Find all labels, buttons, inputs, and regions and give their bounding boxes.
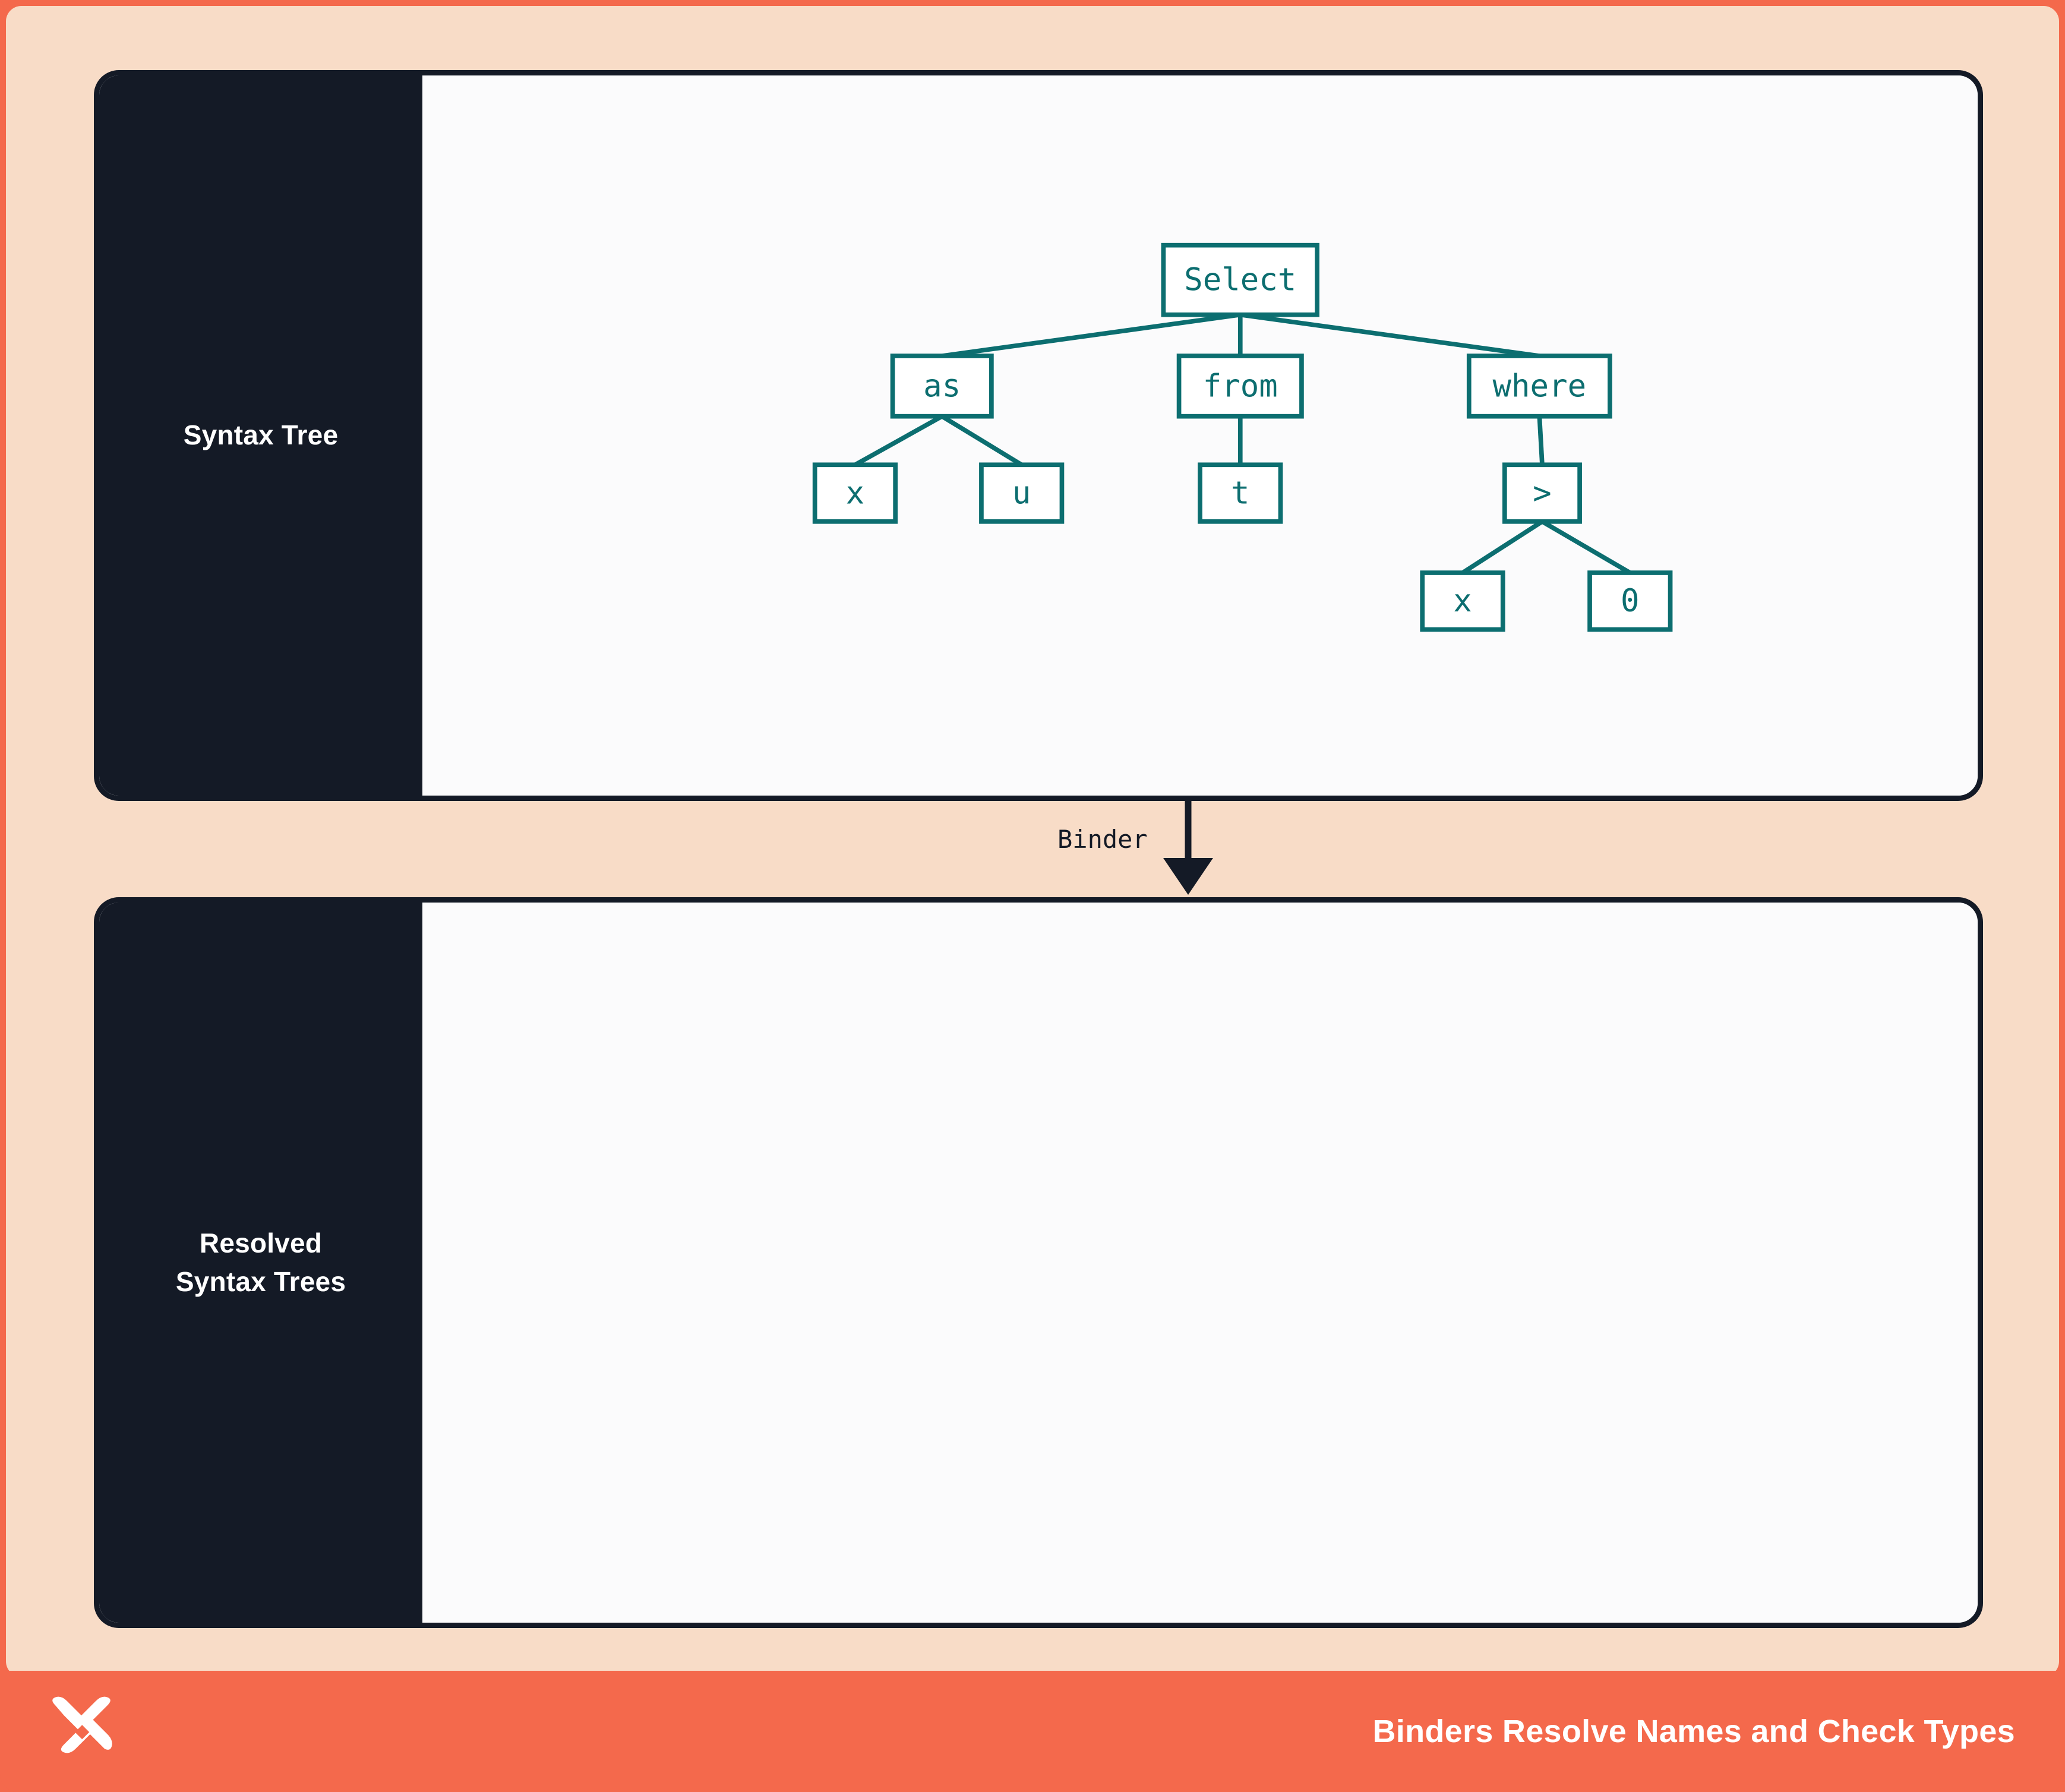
footer-caption: Binders Resolve Names and Check Types xyxy=(1372,1714,2015,1749)
tree-node-box xyxy=(979,462,1065,524)
tree-node-label: where xyxy=(1493,368,1587,404)
tree-node-label: as xyxy=(923,368,961,404)
footer-bar: Binders Resolve Names and Check Types xyxy=(0,1671,2065,1792)
panel-syntax-tree-sidebar: Syntax Tree xyxy=(99,75,422,796)
tree-node-from[interactable]: from xyxy=(1176,354,1304,419)
tree-node-gt-x[interactable]: x xyxy=(1420,570,1505,632)
tree-node-as-u[interactable]: u xyxy=(979,462,1065,524)
syntax-tree-graph: Select as from where x u t > x 0 xyxy=(812,242,1673,632)
resolved-syntax-tree-graph: Select: {u: int}asfromwherex:intu:intt: … xyxy=(422,903,1978,1623)
tree-edge xyxy=(1537,416,1545,465)
tree-edge xyxy=(854,414,943,467)
tree-node-as-x[interactable]: x xyxy=(812,462,898,524)
tree-node-box xyxy=(1466,354,1612,419)
tree-edge xyxy=(942,312,1241,358)
binder-label: Binder xyxy=(1057,825,1148,854)
tree-node-as[interactable]: as xyxy=(890,354,994,419)
tree-edge xyxy=(1461,519,1544,575)
tree-node-from-t[interactable]: t xyxy=(1198,462,1283,524)
tree-node-label: x xyxy=(1453,583,1472,619)
tree-node-gt-0[interactable]: 0 xyxy=(1587,570,1673,632)
tree-node-box xyxy=(1420,570,1505,632)
tree-node-label: u xyxy=(1012,475,1031,512)
binder-arrow-icon xyxy=(1163,801,1213,895)
tree-node-label: x xyxy=(846,475,865,512)
poster-canvas: Syntax Tree Select as from where x u t > x 0 Bind… xyxy=(6,6,2059,1677)
panel-syntax-tree-label: Syntax Tree xyxy=(183,419,339,451)
tree-node-label: t xyxy=(1231,475,1250,512)
tree-node-box xyxy=(812,462,898,524)
panel-syntax-tree-body: Select as from where x u t > x 0 xyxy=(422,75,1978,796)
tree-edge xyxy=(940,414,1023,467)
tree-node-box xyxy=(1176,354,1304,419)
binder-connector: Binder xyxy=(94,801,1983,897)
panel-resolved-syntax-trees: Resolved Syntax Trees Select: {u: int}as… xyxy=(94,897,1983,1628)
tree-edge xyxy=(1541,519,1631,575)
tree-node-box xyxy=(1161,242,1319,317)
tree-node-select[interactable]: Select xyxy=(1161,242,1319,317)
panel-resolved-syntax-trees-sidebar: Resolved Syntax Trees xyxy=(99,903,422,1623)
four-point-star-logo-icon xyxy=(52,1696,112,1753)
tree-node-where[interactable]: where xyxy=(1466,354,1612,419)
tree-node-box xyxy=(890,354,994,419)
tree-node-box xyxy=(1502,462,1582,524)
tree-edge xyxy=(1240,312,1540,358)
panel-syntax-tree: Syntax Tree Select as from where x u t > x 0 xyxy=(94,70,1983,801)
tree-node-box xyxy=(1198,462,1283,524)
tree-node-gt[interactable]: > xyxy=(1502,462,1582,524)
panel-resolved-syntax-trees-body: Select: {u: int}asfromwherex:intu:intt: … xyxy=(422,903,1978,1623)
panel-resolved-syntax-trees-label: Resolved Syntax Trees xyxy=(175,1227,346,1297)
tree-node-label: from xyxy=(1203,368,1278,404)
tree-node-label: > xyxy=(1533,475,1552,512)
tree-node-label: 0 xyxy=(1621,583,1640,619)
tree-node-label: Select xyxy=(1184,262,1296,298)
tree-node-box xyxy=(1587,570,1673,632)
